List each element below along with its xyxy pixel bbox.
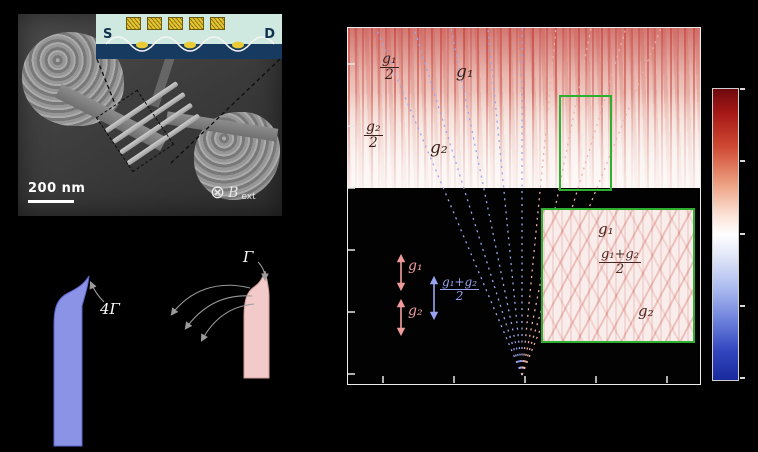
colorbar — [712, 88, 739, 381]
gate-electrode — [126, 17, 141, 30]
colorbar-tick — [740, 305, 745, 307]
broad-peak-pointer-arrow — [89, 280, 105, 303]
colorbar-tick — [740, 377, 745, 379]
charge-blob — [232, 41, 244, 49]
inset-label-mean: g₁+g₂ 2 — [599, 247, 641, 277]
scale-bar-label: 200 nm — [28, 181, 86, 196]
broad-peak-label: 4Γ — [99, 300, 121, 318]
relaxation-arrow — [184, 295, 253, 330]
colorbar-tick — [740, 88, 745, 90]
broad-peak-shape — [53, 275, 90, 447]
gate-electrode — [168, 17, 183, 30]
source-label: S — [103, 27, 113, 42]
relaxation-arrow — [170, 284, 251, 316]
label-g1: g₁ — [456, 62, 474, 82]
b-field-into-page-icon: ⊗ — [210, 182, 226, 203]
gate-electrode — [147, 17, 162, 30]
heatmap-region — [348, 28, 700, 188]
b-field-subscript: ext — [241, 192, 256, 202]
zoom-inset-map: g₁ g₁+g₂ 2 g₂ — [541, 208, 695, 343]
gate-electrode — [189, 17, 204, 30]
label-g2-over-2: g₂ 2 — [364, 119, 383, 151]
panel-sem: S D 200 nm ⊗ B ext — [18, 14, 282, 216]
narrow-peak-pointer-arrow — [257, 261, 269, 282]
panel-broadening-sketch: 4Γ Γ — [53, 248, 270, 447]
inset-label-g1: g₁ — [598, 220, 614, 238]
narrow-peak-label: Γ — [242, 248, 254, 266]
label-g2: g₂ — [430, 138, 448, 158]
b-field-symbol: B — [228, 185, 239, 201]
inset-label-g2: g₂ — [638, 302, 654, 320]
conductance-map: g₁ 2 g₁ g₂ 2 g₂ g₁ g₂ g₁+g₂ 2 g₁ g₁+g₂ 2… — [347, 27, 701, 385]
drain-label: D — [264, 27, 275, 42]
gate-electrode — [210, 17, 225, 30]
device-schematic-inset: S D — [96, 14, 282, 59]
axis-ticks — [348, 63, 668, 383]
colorbar-tick — [740, 160, 745, 162]
zoom-highlight-rect — [559, 95, 612, 191]
potential-wave — [105, 36, 275, 52]
legend-g1: g₁ — [408, 258, 423, 274]
charge-blob — [136, 41, 148, 49]
legend-mean: g₁+g₂ 2 — [440, 275, 480, 303]
fan-lines — [348, 28, 668, 383]
spacing-arrows — [396, 253, 439, 337]
relaxation-arrow — [200, 303, 255, 342]
magnetic-field-annotation: ⊗ B ext — [210, 182, 256, 203]
legend-g2: g₂ — [408, 303, 423, 319]
scale-bar — [28, 200, 74, 203]
colorbar-tick — [740, 233, 745, 235]
charge-blob — [184, 41, 196, 49]
label-g1-over-2: g₁ 2 — [380, 51, 399, 83]
